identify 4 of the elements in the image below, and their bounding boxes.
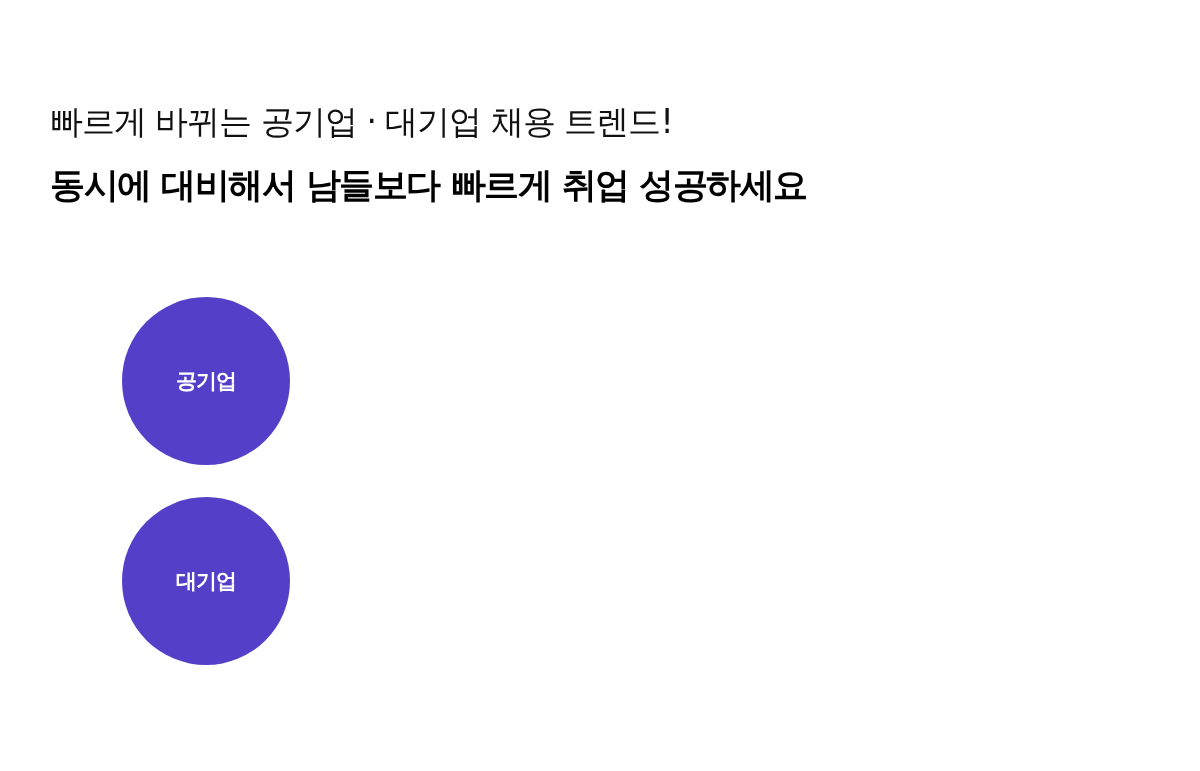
heading: 빠르게 바뀌는 공기업 · 대기업 채용 트렌드! (50, 101, 673, 143)
category-circle: 공기업 (122, 297, 290, 465)
subheading: 동시에 대비해서 남들보다 빠르게 취업 성공하세요 (50, 164, 807, 207)
category-circle: 대기업 (122, 497, 290, 665)
